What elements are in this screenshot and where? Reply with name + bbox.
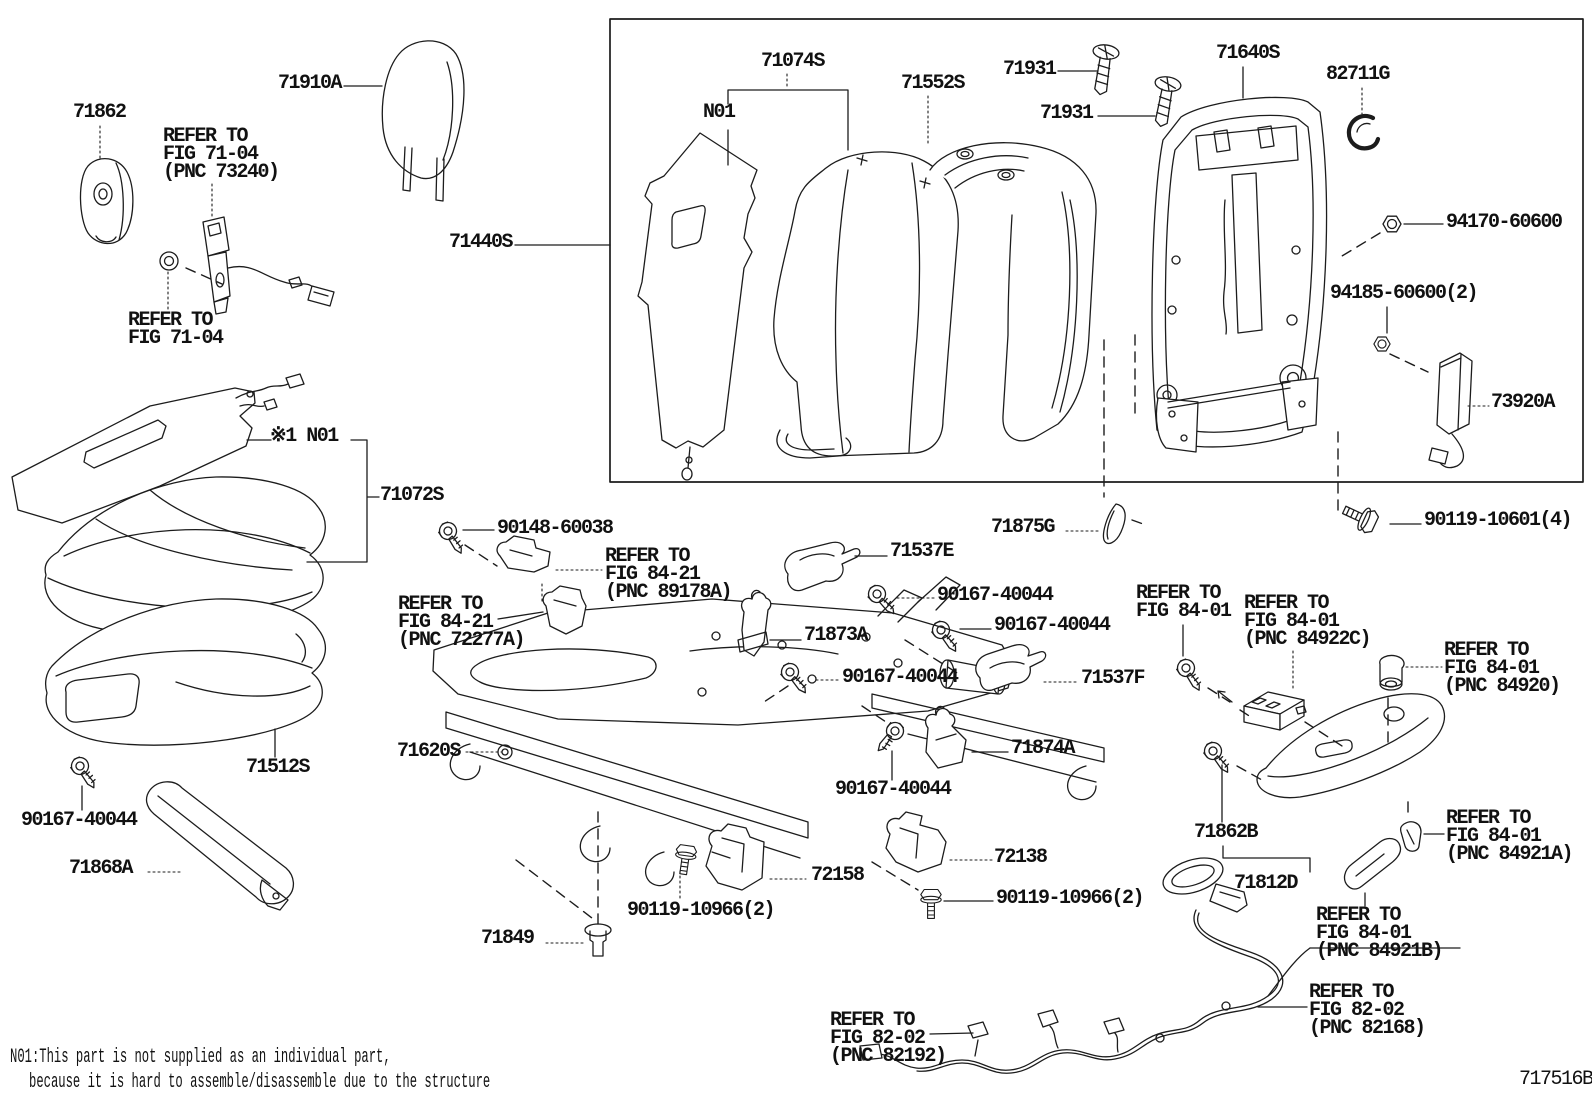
part-label-94185-60600: 94185-60600(2) bbox=[1330, 282, 1479, 305]
clamp-89178A-drawing bbox=[496, 535, 551, 573]
part-label-n01-ref: ※1 N01 bbox=[270, 425, 339, 448]
wire-harness-drawing bbox=[859, 909, 1461, 1074]
part-label-71640S: 71640S bbox=[1216, 42, 1281, 65]
clamp-72277A-drawing bbox=[542, 585, 587, 635]
airbag-pad-71862-drawing bbox=[79, 158, 134, 245]
ref-label-84-01-84921A: REFER TO FIG 84-01 (PNC 84921A) bbox=[1446, 807, 1574, 866]
part-label-90167-b: 90167-40044 bbox=[994, 614, 1111, 637]
bracket-71537E-drawing bbox=[784, 541, 861, 592]
footnote-line-1: N01:This part is not supplied as an indi… bbox=[10, 1046, 391, 1069]
part-label-71074S: 71074S bbox=[761, 50, 826, 73]
lever-84921B-drawing bbox=[1343, 837, 1402, 890]
ref-label-84-01-84922C: REFER TO FIG 84-01 (PNC 84922C) bbox=[1244, 592, 1372, 651]
ref-label-71-04-73240: REFER TO FIG 71-04 (PNC 73240) bbox=[163, 125, 280, 184]
part-label-71874A: 71874A bbox=[1011, 737, 1076, 760]
part-label-71849: 71849 bbox=[481, 927, 535, 950]
part-label-90167-d: 90167-40044 bbox=[835, 778, 952, 801]
cover-72158-drawing bbox=[705, 823, 765, 891]
ref-label-82-02-82168: REFER TO FIG 82-02 (PNC 82168) bbox=[1309, 981, 1426, 1040]
part-label-71931-b: 71931 bbox=[1040, 102, 1094, 125]
footnote-line-2: because it is hard to assemble/disassemb… bbox=[29, 1071, 491, 1094]
belt-buckle-drawing bbox=[159, 216, 335, 315]
side-airbag-drawing bbox=[1428, 352, 1473, 469]
ref-label-84-21-89178A: REFER TO FIG 84-21 (PNC 89178A) bbox=[605, 545, 733, 604]
part-label-71512S: 71512S bbox=[246, 756, 311, 779]
mount-nut-94170-drawing bbox=[1382, 215, 1402, 233]
part-label-82711G: 82711G bbox=[1326, 63, 1391, 86]
part-label-73920A: 73920A bbox=[1491, 391, 1556, 414]
ref-label-84-01-84921B: REFER TO FIG 84-01 (PNC 84921B) bbox=[1316, 904, 1444, 963]
part-label-71910A: 71910A bbox=[278, 72, 343, 95]
front-valance-drawing bbox=[145, 781, 295, 911]
part-label-71440S: 71440S bbox=[449, 231, 514, 254]
clip-84921A-drawing bbox=[1399, 821, 1422, 852]
ref-label-84-01-84920: REFER TO FIG 84-01 (PNC 84920) bbox=[1444, 639, 1561, 698]
e-clip-drawing bbox=[1346, 113, 1381, 151]
part-label-71931-a: 71931 bbox=[1003, 58, 1057, 81]
part-label-10966-b: 90119-10966(2) bbox=[996, 887, 1145, 910]
trim-71875G-drawing bbox=[1102, 503, 1147, 545]
drawing-number: 717516B bbox=[1519, 1068, 1592, 1091]
part-label-71862B: 71862B bbox=[1194, 821, 1259, 844]
cushion-cover-drawing bbox=[44, 476, 326, 634]
part-label-N01: N01 bbox=[703, 101, 736, 124]
pin-71849-drawing bbox=[584, 923, 612, 957]
part-label-90167-a: 90167-40044 bbox=[937, 584, 1054, 607]
side-shield-drawing bbox=[1256, 693, 1446, 799]
frame-bolt-10601-drawing bbox=[1338, 498, 1381, 536]
part-label-71875G: 71875G bbox=[991, 516, 1056, 539]
part-label-71537E: 71537E bbox=[890, 540, 955, 563]
mount-nut-94185-drawing bbox=[1373, 336, 1391, 352]
part-label-90167-c: 90167-40044 bbox=[842, 666, 959, 689]
switch-84922C-drawing bbox=[1217, 690, 1307, 731]
part-label-71620S: 71620S bbox=[397, 740, 462, 763]
seatback-cover-rear-drawing bbox=[929, 142, 1097, 442]
ref-label-84-01: REFER TO FIG 84-01 bbox=[1136, 582, 1232, 623]
dotted-leaders bbox=[99, 73, 1490, 944]
part-label-10966-a: 90119-10966(2) bbox=[627, 899, 776, 922]
part-label-71868A: 71868A bbox=[69, 857, 134, 880]
seat-heater-pad-drawing bbox=[11, 373, 305, 524]
leader-lines bbox=[81, 66, 1445, 1035]
screw-84-01-drawing bbox=[1171, 656, 1237, 773]
part-label-90119-10601: 90119-10601(4) bbox=[1424, 509, 1573, 532]
bracket-71873A-drawing bbox=[737, 589, 772, 657]
part-label-71552S: 71552S bbox=[901, 72, 966, 95]
part-label-71862: 71862 bbox=[73, 101, 127, 124]
part-label-71537F: 71537F bbox=[1081, 667, 1146, 690]
bracket-71537F-drawing bbox=[975, 644, 1047, 692]
part-label-71812D: 71812D bbox=[1234, 872, 1299, 895]
part-label-71072S: 71072S bbox=[380, 484, 445, 507]
seatback-cover-front-drawing bbox=[773, 151, 959, 459]
part-label-72158: 72158 bbox=[811, 864, 865, 887]
assembly-box-71440S bbox=[609, 18, 1584, 483]
bracket-71874A-drawing bbox=[924, 705, 967, 769]
part-label-71873A: 71873A bbox=[804, 624, 869, 647]
part-label-90148-60038: 90148-60038 bbox=[497, 517, 614, 540]
part-label-90167-e: 90167-40044 bbox=[21, 809, 138, 832]
ref-label-82-02-82192: REFER TO FIG 82-02 (PNC 82192) bbox=[830, 1009, 947, 1068]
switch-knob-84920-drawing bbox=[1379, 654, 1405, 691]
headrest-drawing bbox=[381, 40, 465, 202]
strap-71812D-drawing bbox=[1162, 857, 1248, 913]
ref-label-71-04: REFER TO FIG 71-04 bbox=[128, 309, 224, 350]
ref-label-84-21-72277A: REFER TO FIG 84-21 (PNC 72277A) bbox=[398, 593, 526, 652]
back-board-drawing bbox=[637, 132, 758, 481]
assembly-dashed-lines bbox=[464, 232, 1429, 925]
cushion-pad-drawing bbox=[45, 598, 326, 746]
part-label-72138: 72138 bbox=[994, 846, 1048, 869]
seatback-frame-drawing bbox=[1151, 96, 1328, 453]
cover-72138-drawing bbox=[885, 811, 947, 873]
part-label-94170-60600: 94170-60600 bbox=[1446, 211, 1563, 234]
